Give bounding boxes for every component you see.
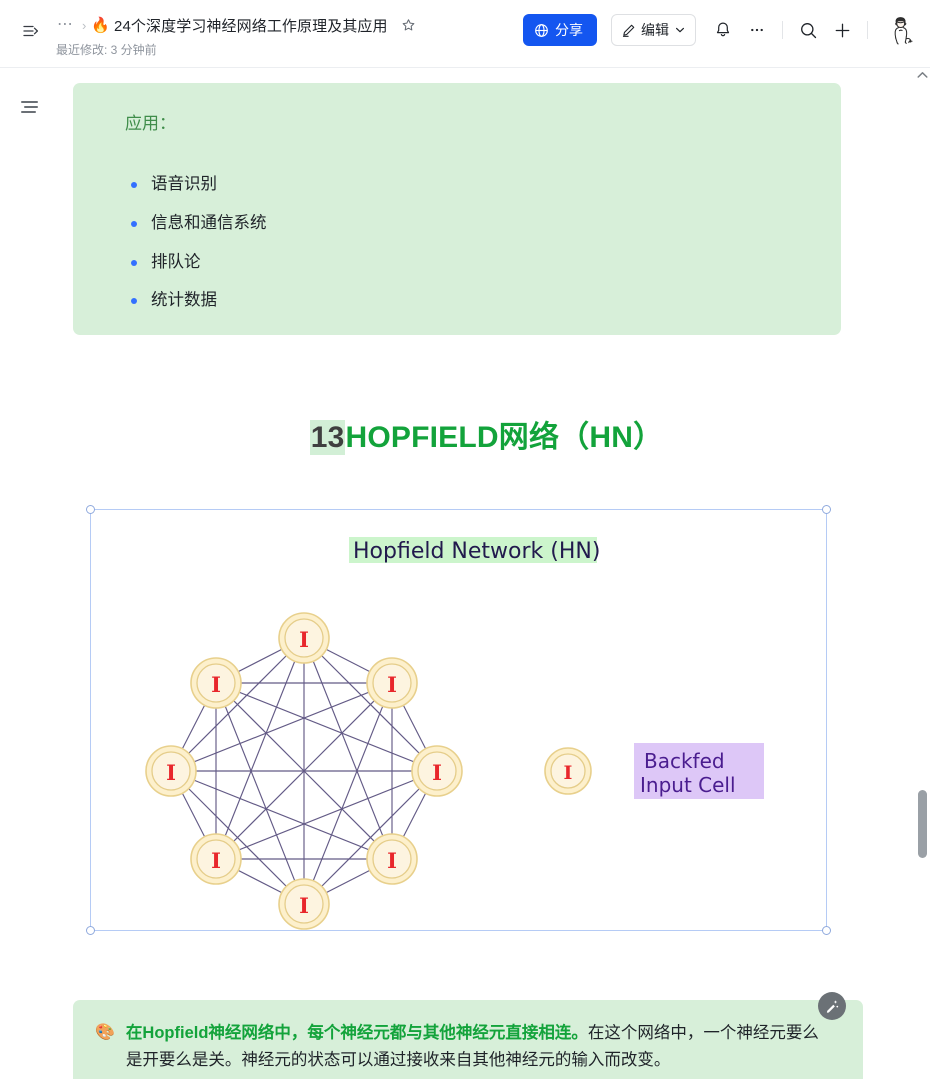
list-item: 信息和通信系统 <box>125 214 267 234</box>
svg-text:I: I <box>211 672 221 697</box>
top-bar-left: ⋯ › 🔥 24个深度学习神经网络工作原理及其应用 最近修改: 3 分钟前 <box>0 0 416 58</box>
neuron-node: I <box>190 657 242 709</box>
share-button[interactable]: 分享 <box>523 14 597 46</box>
list-item: 排队论 <box>125 253 267 273</box>
toolbar-divider <box>782 21 783 39</box>
document-canvas: 应用： 语音识别 信息和通信系统 排队论 统计数据 13HOPFIELD网络（H… <box>58 68 915 1079</box>
toolbar-divider-2 <box>867 21 868 39</box>
document-emoji-icon[interactable]: 🔥 <box>91 16 111 34</box>
applications-callout: 应用： 语音识别 信息和通信系统 排队论 统计数据 <box>73 83 841 335</box>
scroll-up-arrow-icon[interactable] <box>915 68 930 82</box>
section-heading-text: HOPFIELD网络（HN） <box>345 421 664 454</box>
palette-icon: 🎨 <box>95 1024 115 1041</box>
globe-icon <box>534 23 549 38</box>
diagram-image-block[interactable]: Hopfield Network (HN) <box>86 505 831 935</box>
document-title[interactable]: 24个深度学习神经网络工作原理及其应用 <box>114 17 388 35</box>
hopfield-note-content: 🎨 在Hopfield神经网络中，每个神经元都与其他神经元直接相连。在这个网络中… <box>95 1020 835 1074</box>
neuron-node: I <box>366 833 418 885</box>
avatar[interactable] <box>884 13 918 47</box>
breadcrumb-separator-icon: › <box>82 17 87 33</box>
list-item: 统计数据 <box>125 291 267 311</box>
hopfield-network-diagram: Hopfield Network (HN) <box>91 510 826 930</box>
neuron-node: I <box>278 612 330 664</box>
svg-text:I: I <box>387 672 397 697</box>
hopfield-note-text: 在Hopfield神经网络中，每个神经元都与其他神经元直接相连。在这个网络中，一… <box>126 1020 835 1074</box>
resize-handle-top-right[interactable] <box>822 505 831 514</box>
sidebar-toggle-icon[interactable] <box>18 18 44 44</box>
neuron-node: I <box>411 745 463 797</box>
svg-text:I: I <box>299 627 309 652</box>
last-modified-text: 最近修改: 3 分钟前 <box>56 43 157 57</box>
notifications-button[interactable] <box>708 15 738 45</box>
section-heading-number: 13 <box>309 420 346 455</box>
scrollbar-thumb[interactable] <box>918 790 927 858</box>
resize-handle-bottom-left[interactable] <box>86 926 95 935</box>
neuron-node: I <box>278 878 330 930</box>
diagram-title-highlight <box>349 537 597 563</box>
edit-button-label: 编辑 <box>641 22 669 38</box>
add-new-button[interactable] <box>827 15 857 45</box>
diagram-legend: I Backfed Input Cell <box>544 743 764 799</box>
legend-label-line2: Input Cell <box>640 773 736 797</box>
legend-label-line1: Backfed <box>644 749 725 773</box>
svg-text:I: I <box>387 848 397 873</box>
favorite-star-icon[interactable] <box>401 18 416 33</box>
outline-toggle-icon[interactable] <box>16 94 44 120</box>
neuron-node: I <box>366 657 418 709</box>
ai-magic-wand-button[interactable] <box>818 992 846 1020</box>
search-button[interactable] <box>793 15 823 45</box>
applications-list: 语音识别 信息和通信系统 排队论 统计数据 <box>125 175 267 330</box>
share-button-label: 分享 <box>555 22 583 38</box>
neuron-node: I <box>145 745 197 797</box>
pencil-icon <box>621 23 636 38</box>
diagram-title: Hopfield Network (HN) <box>353 539 600 564</box>
legend-label-background <box>634 743 764 799</box>
neuron-node: I <box>190 833 242 885</box>
resize-handle-top-left[interactable] <box>86 505 95 514</box>
svg-text:I: I <box>564 762 573 784</box>
top-bar-actions: 分享 编辑 <box>523 0 930 47</box>
svg-text:I: I <box>299 893 309 918</box>
breadcrumb-overflow-button[interactable]: ⋯ <box>57 16 74 33</box>
diagram-nodes: I I I I <box>145 612 463 930</box>
resize-handle-bottom-right[interactable] <box>822 926 831 935</box>
svg-text:I: I <box>432 760 442 785</box>
section-heading: 13HOPFIELD网络（HN） <box>58 412 915 456</box>
svg-text:I: I <box>166 760 176 785</box>
more-options-button[interactable] <box>742 15 772 45</box>
hopfield-note-body: 在这个网络中，一个神经元要么是开要么是关。神经元的状态可以通过接收来自其他神经元… <box>125 1024 819 1070</box>
svg-text:I: I <box>211 848 221 873</box>
list-item: 语音识别 <box>125 175 267 195</box>
left-rail <box>0 68 58 1079</box>
edit-button[interactable]: 编辑 <box>611 14 696 46</box>
breadcrumb: ⋯ › 🔥 24个深度学习神经网络工作原理及其应用 最近修改: 3 分钟前 <box>54 12 416 58</box>
hopfield-note-highlight: 在Hopfield神经网络中，每个神经元都与其他神经元直接相连。 <box>125 1024 588 1042</box>
vertical-scrollbar[interactable] <box>915 68 930 1079</box>
hopfield-note-callout: 🎨 在Hopfield神经网络中，每个神经元都与其他神经元直接相连。在这个网络中… <box>73 992 863 1079</box>
chevron-down-icon <box>674 24 686 36</box>
applications-label: 应用： <box>125 114 176 133</box>
top-bar: ⋯ › 🔥 24个深度学习神经网络工作原理及其应用 最近修改: 3 分钟前 <box>0 0 930 68</box>
